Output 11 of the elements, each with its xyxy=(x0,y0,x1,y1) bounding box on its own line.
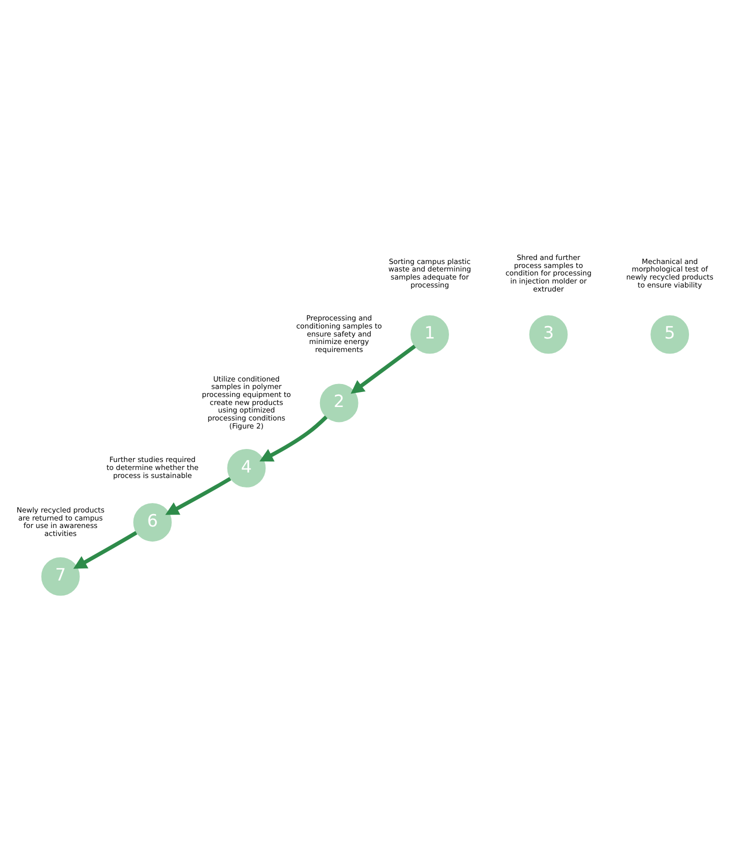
node-circle: 4 xyxy=(227,448,266,487)
arrow xyxy=(165,476,232,514)
node-circle: 2 xyxy=(320,383,358,422)
arrow xyxy=(73,530,138,568)
arrow xyxy=(350,344,416,394)
node-circle: 6 xyxy=(133,502,172,542)
node-circle: 5 xyxy=(650,314,690,354)
node-circle: 1 xyxy=(410,314,449,354)
node-circle: 7 xyxy=(41,556,80,596)
node-circle: 3 xyxy=(529,314,568,354)
arrow xyxy=(260,415,328,461)
